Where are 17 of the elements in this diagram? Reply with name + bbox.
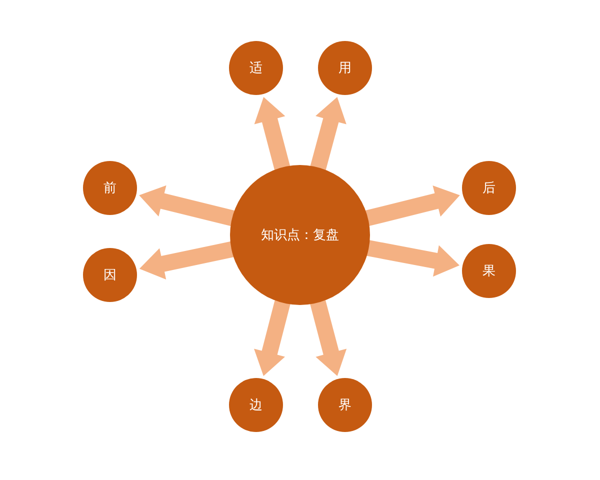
topic-circle <box>229 378 283 432</box>
circle-label: 因 <box>104 267 116 284</box>
circle-label: 边 <box>250 397 262 414</box>
circle-label: 前 <box>104 180 116 197</box>
topic-circle <box>318 41 372 95</box>
circle-label: 界 <box>338 397 352 414</box>
circle-label: 用 <box>338 60 352 77</box>
circle-label: 适 <box>250 60 262 77</box>
topic-circle <box>83 161 137 215</box>
topic-circle <box>318 378 372 432</box>
topic-circle <box>229 41 283 95</box>
topic-circle <box>462 244 516 298</box>
topic-circle <box>83 248 137 302</box>
circle-label: 知识点：复盘 <box>261 227 339 244</box>
circle-label: 后 <box>482 180 496 197</box>
topic-circle <box>462 161 516 215</box>
circle-label: 果 <box>482 263 496 280</box>
